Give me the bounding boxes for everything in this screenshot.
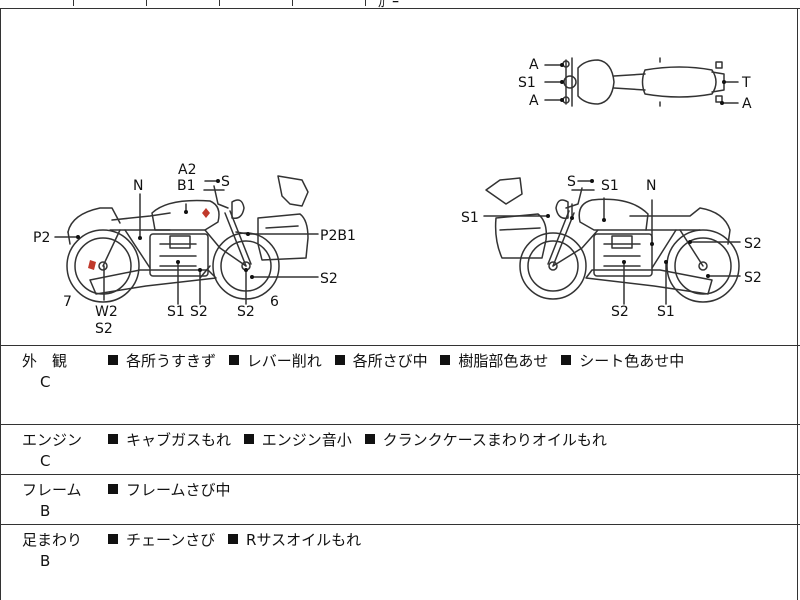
left-label-s2-wheel: S2 <box>95 321 113 337</box>
condition-item: 各所うすきず <box>126 352 217 370</box>
left-label-s2-front: S2 <box>237 304 255 320</box>
section-items: フレームさび中 <box>108 479 239 500</box>
header-table-strip: ｶﾞｰ <box>0 0 800 11</box>
section-divider <box>0 474 800 475</box>
bullet-icon <box>108 484 118 494</box>
condition-item: エンジン音小 <box>261 431 352 449</box>
header-cell-divider <box>365 0 366 6</box>
right-label-s2-rear: S2 <box>744 236 762 252</box>
condition-item: レバー削れ <box>246 352 322 370</box>
condition-item: チェーンさび <box>126 531 216 549</box>
left-label-b1: B1 <box>177 178 196 194</box>
section-divider <box>0 345 800 346</box>
left-label-7: 7 <box>63 294 72 310</box>
left-label-s: S <box>221 174 230 190</box>
top-label-a-rear: A <box>742 96 752 112</box>
condition-item: Rサスオイルもれ <box>246 531 362 549</box>
left-label-p2: P2 <box>33 230 50 246</box>
section-grade: B <box>40 552 51 570</box>
section-items: チェーンさび Rサスオイルもれ <box>108 529 369 550</box>
right-label-s: S <box>567 174 576 190</box>
header-cell-divider <box>292 0 293 6</box>
section-items: キャブガスもれ エンジン音小 クランクケースまわりオイルもれ <box>108 429 615 450</box>
section-grade: B <box>40 502 51 520</box>
section-label: 外 観 <box>22 352 68 370</box>
section-label: エンジン <box>22 431 83 449</box>
header-cell-divider <box>219 0 220 6</box>
top-label-a-lower: A <box>529 93 539 109</box>
top-label-a-upper: A <box>529 57 539 73</box>
left-side-motorcycle <box>66 175 309 303</box>
left-label-p2b1: P2B1 <box>320 228 356 244</box>
right-side-motorcycle <box>485 177 740 303</box>
right-label-s2-engine: S2 <box>611 304 629 320</box>
condition-item: クランクケースまわりオイルもれ <box>382 431 607 449</box>
left-label-6: 6 <box>270 294 279 310</box>
section-engine: エンジン C キャブガスもれ エンジン音小 クランクケースまわりオイルもれ <box>0 425 800 474</box>
header-cell-divider <box>146 0 147 6</box>
left-label-s2-engine: S2 <box>190 304 208 320</box>
section-frame: フレーム B フレームさび中 <box>0 475 800 524</box>
right-label-n: N <box>646 178 656 194</box>
condition-item: フレームさび中 <box>126 481 231 499</box>
section-grade: C <box>40 373 51 391</box>
top-label-s1: S1 <box>518 75 536 91</box>
section-label: 足まわり <box>22 531 83 549</box>
section-items: 各所うすきず レバー削れ 各所さび中 樹脂部色あせ シート色あせ中 <box>108 350 692 371</box>
section-grade: C <box>40 452 51 470</box>
condition-item: シート色あせ中 <box>579 352 685 370</box>
damage-markers <box>88 208 210 270</box>
bullet-icon <box>228 534 239 544</box>
bullet-icon <box>440 355 451 365</box>
bullet-icon <box>228 355 239 365</box>
right-label-s1-top: S1 <box>601 178 619 194</box>
left-label-w2: W2 <box>95 304 118 320</box>
right-label-s2-wheel: S2 <box>744 270 762 286</box>
frame-left-border <box>0 8 1 600</box>
header-cell-divider <box>73 0 74 6</box>
bullet-icon <box>364 434 375 444</box>
section-divider <box>0 524 800 525</box>
section-label: フレーム <box>22 481 82 499</box>
section-exterior: 外 観 C 各所うすきず レバー削れ 各所さび中 樹脂部色あせ シート色あせ中 <box>0 346 800 424</box>
frame-right-border <box>797 8 798 600</box>
bullet-icon <box>243 434 254 444</box>
left-label-s2-wheel-front: S2 <box>320 271 338 287</box>
damage-diagram: A S1 A T A A2 B1 S N P2 P2B1 7 W2 S2 S1 … <box>33 57 762 337</box>
left-label-s1-engine: S1 <box>167 304 185 320</box>
frame-top-border <box>0 8 800 9</box>
bullet-icon <box>108 355 118 365</box>
top-view-motorcycle <box>562 57 725 107</box>
bullet-icon <box>108 434 118 444</box>
top-label-t: T <box>741 75 751 91</box>
bullet-icon <box>108 534 118 544</box>
bullet-icon <box>334 355 345 365</box>
section-suspension: 足まわり B チェーンさび Rサスオイルもれ <box>0 525 800 600</box>
section-divider <box>0 424 800 425</box>
left-label-a2: A2 <box>178 162 196 178</box>
left-label-n: N <box>133 178 143 194</box>
header-fragment-text: ｶﾞｰ <box>378 0 399 11</box>
condition-item: 樹脂部色あせ <box>458 352 549 370</box>
right-label-s1-fairing: S1 <box>461 210 479 226</box>
bullet-icon <box>561 355 572 365</box>
condition-item: 各所さび中 <box>352 352 428 370</box>
right-label-s1-exhaust: S1 <box>657 304 675 320</box>
condition-item: キャブガスもれ <box>126 431 232 449</box>
